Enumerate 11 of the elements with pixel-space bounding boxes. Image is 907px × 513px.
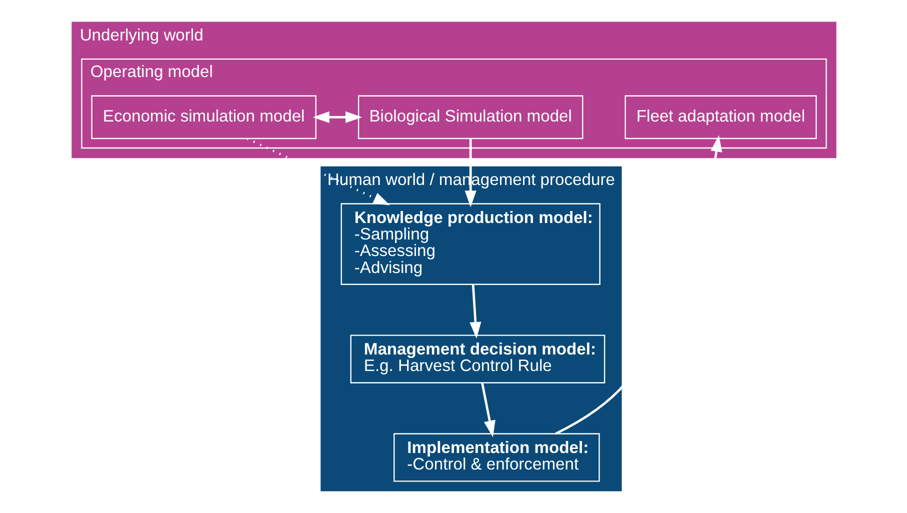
arrow bbox=[554, 135, 722, 435]
node-box: Economic simulation model bbox=[90, 95, 316, 140]
node-box: Biological Simulation model bbox=[357, 95, 583, 140]
arrow bbox=[312, 111, 362, 124]
arrow bbox=[480, 382, 495, 438]
node-box: Implementation model: -Control & enforcement bbox=[393, 433, 600, 482]
arrow bbox=[464, 138, 476, 208]
arrow bbox=[469, 284, 481, 339]
node-box: Knowledge production model: -Sampling -Assessing -Advising bbox=[340, 203, 600, 285]
node-box: Fleet adaptation model bbox=[624, 95, 816, 140]
node-box: Management decision model: E.g. Harvest Control Rule bbox=[350, 334, 605, 384]
